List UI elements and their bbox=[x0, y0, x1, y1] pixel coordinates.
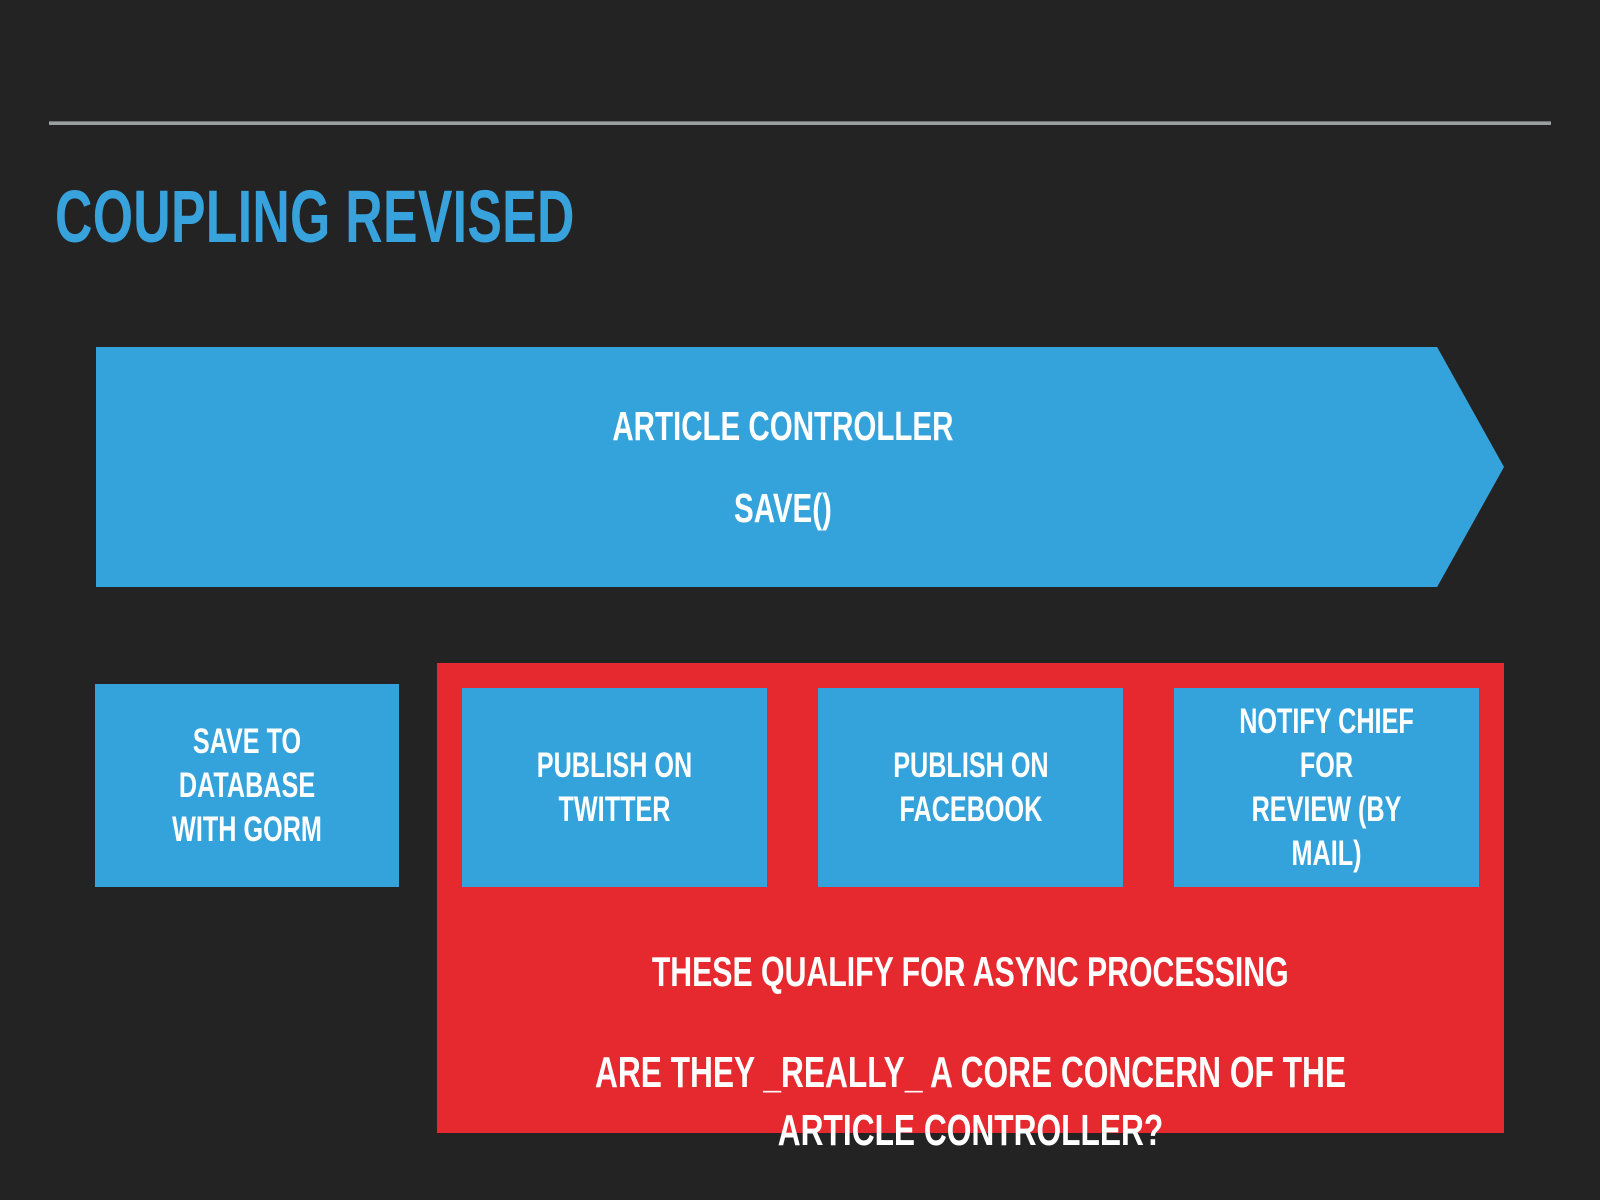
async-caption-primary-text: These qualify for async processing bbox=[652, 948, 1289, 995]
article-controller-arrow: Article Controller Save() bbox=[96, 347, 1504, 587]
card-publish-on-twitter-label: Publish on Twitter bbox=[536, 745, 693, 829]
arrow-method-label: Save() bbox=[734, 485, 832, 531]
card-publish-on-twitter: Publish on Twitter bbox=[462, 688, 767, 887]
card-save-to-database: Save to database with GORM bbox=[95, 684, 399, 887]
card-publish-on-facebook: Publish on Facebook bbox=[818, 688, 1123, 887]
async-caption-primary: These qualify for async processing bbox=[437, 944, 1504, 1000]
async-group-panel: Publish on Twitter Publish on Facebook N… bbox=[437, 663, 1504, 1155]
header-divider bbox=[49, 121, 1551, 125]
card-publish-on-facebook-label: Publish on Facebook bbox=[892, 745, 1049, 829]
async-caption-question: Are they _really_ a core concern of the … bbox=[437, 1044, 1504, 1160]
page-title: Coupling Revised bbox=[55, 175, 575, 258]
async-caption-question-text: Are they _really_ a core concern of the … bbox=[594, 1048, 1347, 1155]
card-notify-chief: Notify chief for review (by mail) bbox=[1174, 688, 1479, 887]
card-notify-chief-label: Notify chief for review (by mail) bbox=[1239, 701, 1414, 873]
arrow-title-label: Article Controller bbox=[612, 403, 954, 449]
card-save-to-database-label: Save to database with GORM bbox=[172, 721, 322, 849]
async-cards-row: Publish on Twitter Publish on Facebook N… bbox=[462, 688, 1479, 887]
